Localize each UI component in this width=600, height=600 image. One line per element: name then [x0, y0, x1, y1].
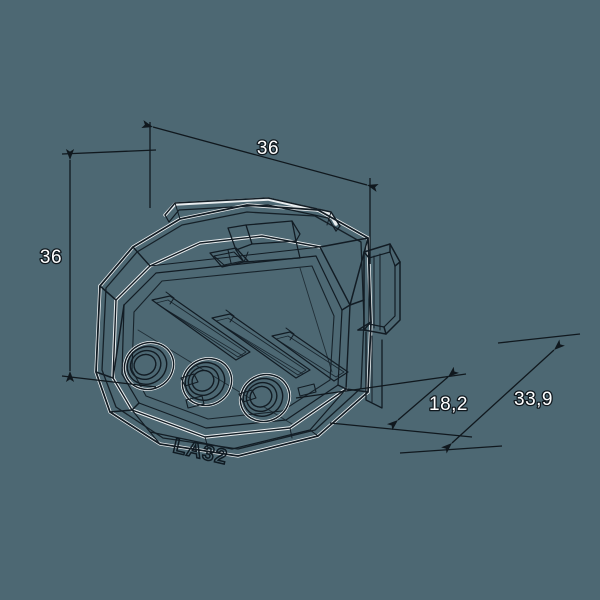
ext-line-18-2-lower	[329, 422, 473, 438]
dim-line-33-9	[441, 339, 565, 454]
ext-line-left-bottom	[61, 375, 157, 388]
dimension-depth-33-9	[399, 333, 581, 454]
housing-emboss-text: LA32	[171, 434, 230, 469]
connector-housing-geometry	[94, 197, 401, 458]
ext-line-33-9-upper	[497, 333, 581, 344]
edge-highlights	[94, 197, 373, 458]
dimension-label-33-9: 33,9	[514, 389, 553, 410]
dimension-label-left-height: 36	[40, 247, 62, 268]
dim-line-18-2	[386, 366, 460, 431]
housing-outline	[95, 204, 372, 457]
ext-line-left-top	[61, 149, 157, 155]
ext-line-33-9-lower	[399, 445, 503, 454]
dimension-left-height	[61, 149, 157, 388]
part-marking-group: LA32	[170, 434, 231, 470]
dimension-label-18-2: 18,2	[429, 394, 468, 415]
dimension-label-top-width: 36	[257, 138, 279, 159]
dimension-top-width	[141, 120, 379, 264]
dim-line-top-width	[141, 120, 379, 192]
